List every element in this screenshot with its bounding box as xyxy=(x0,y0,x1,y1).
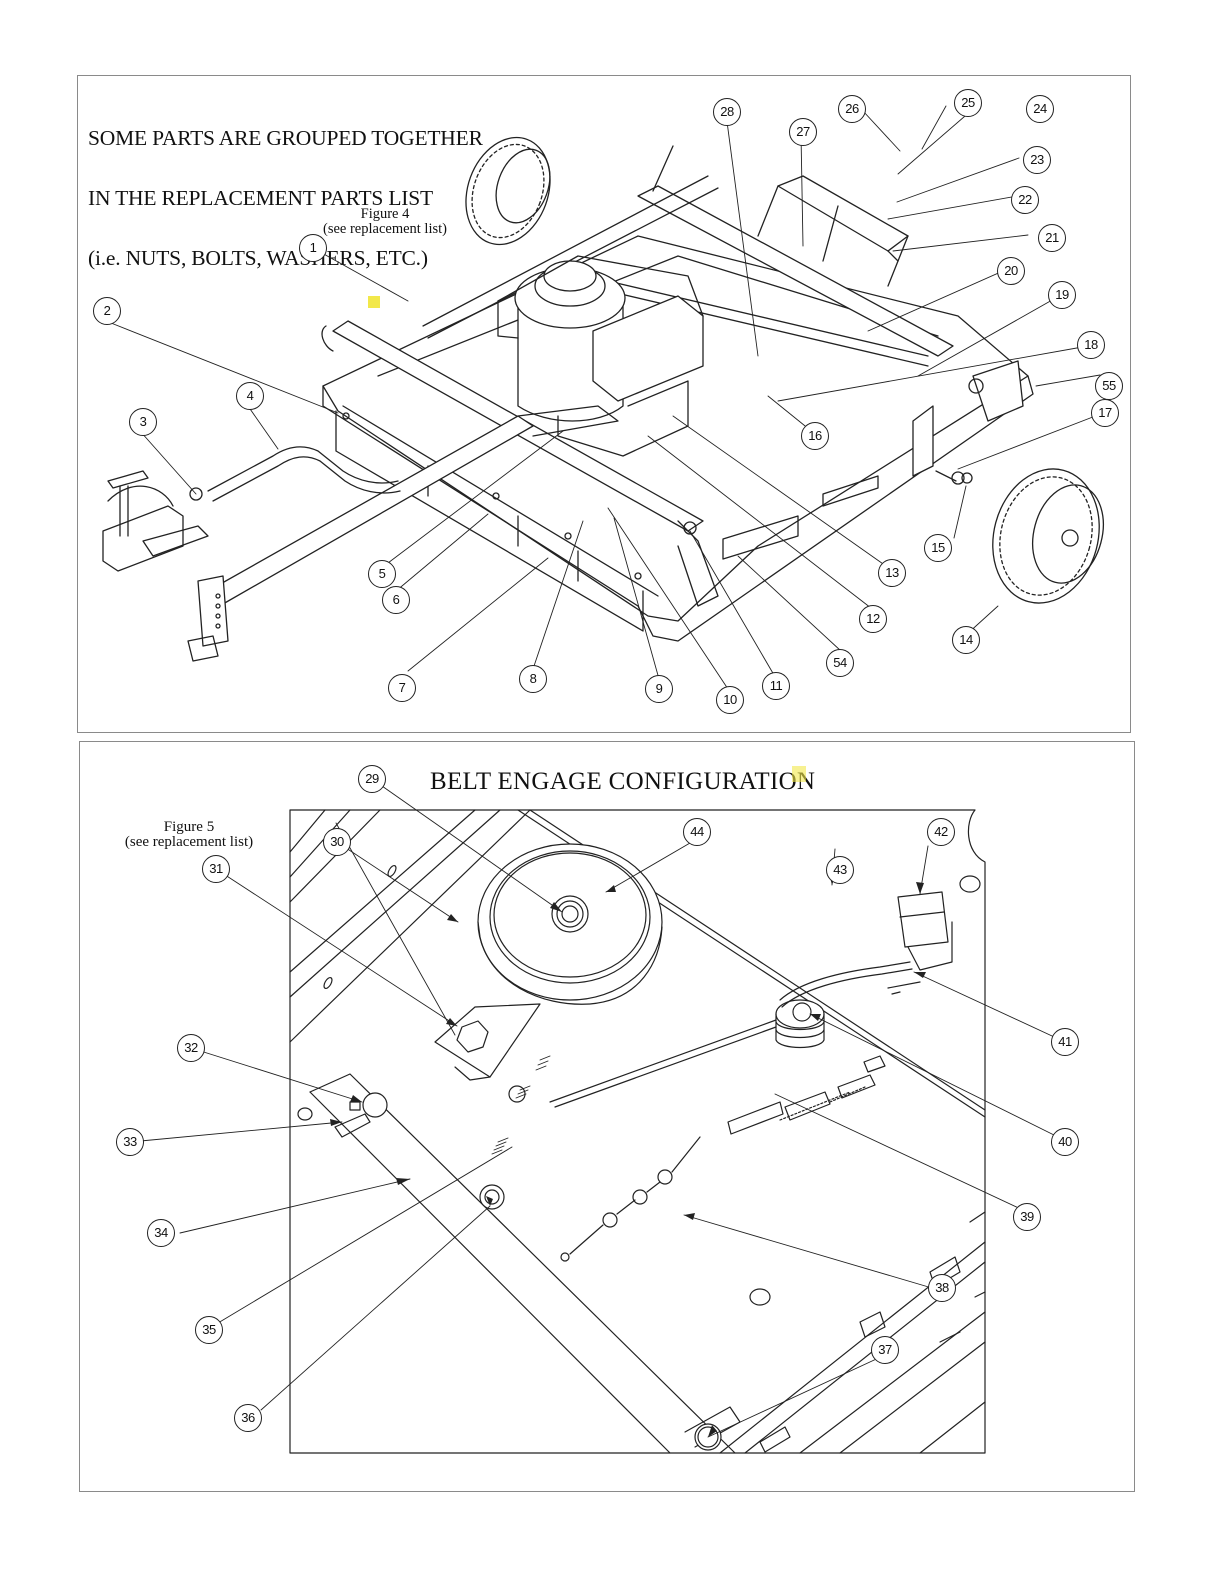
idler-arm xyxy=(309,1073,741,1454)
callout-31: 31 xyxy=(202,855,230,883)
engage-rod xyxy=(549,961,913,1108)
lock-nut xyxy=(479,1184,505,1210)
callout-5: 5 xyxy=(368,560,396,588)
callout-25: 25 xyxy=(954,89,982,117)
callout-2: 2 xyxy=(93,297,121,325)
pin-bolt xyxy=(297,1092,388,1138)
callout-16: 16 xyxy=(801,422,829,450)
callout-20: 20 xyxy=(997,257,1025,285)
figure-4-panel: SOME PARTS ARE GROUPED TOGETHER IN THE R… xyxy=(77,75,1131,733)
engage-bracket xyxy=(887,891,953,995)
callout-19: 19 xyxy=(1048,281,1076,309)
callout-22: 22 xyxy=(1011,186,1039,214)
deck-rails-lower xyxy=(719,1211,986,1454)
tension-spring xyxy=(727,1055,886,1135)
leader-lines xyxy=(129,778,1066,1438)
callout-42: 42 xyxy=(927,818,955,846)
callout-27: 27 xyxy=(789,118,817,146)
callout-8: 8 xyxy=(519,665,547,693)
control-cable xyxy=(207,446,401,502)
callout-15: 15 xyxy=(924,534,952,562)
callout-6: 6 xyxy=(382,586,410,614)
deck-rails xyxy=(289,809,531,1043)
rear-right-bracket xyxy=(968,360,1024,422)
callout-10: 10 xyxy=(716,686,744,714)
callout-44: 44 xyxy=(683,818,711,846)
callout-11: 11 xyxy=(762,672,790,700)
callout-18: 18 xyxy=(1077,331,1105,359)
spring-anchor-post xyxy=(508,1085,526,1103)
grouped-parts-notice: SOME PARTS ARE GROUPED TOGETHER IN THE R… xyxy=(88,88,483,308)
scan-color-artifact xyxy=(792,766,806,782)
deck-hole xyxy=(959,875,981,893)
detail-frame xyxy=(289,809,986,1454)
figure-5-caption: Figure 5 (see replacement list) xyxy=(94,820,284,850)
upper-spring xyxy=(491,1055,551,1155)
rear-wheel-left xyxy=(465,136,551,246)
callout-41: 41 xyxy=(1051,1028,1079,1056)
tow-tongue xyxy=(187,405,619,662)
callout-26: 26 xyxy=(838,95,866,123)
callout-7: 7 xyxy=(388,674,416,702)
callout-34: 34 xyxy=(147,1219,175,1247)
callout-12: 12 xyxy=(859,605,887,633)
figure-4-caption-subtitle: (see replacement list) xyxy=(323,221,447,237)
callout-17: 17 xyxy=(1091,399,1119,427)
callout-39: 39 xyxy=(1013,1203,1041,1231)
deflector xyxy=(722,475,879,560)
callout-4: 4 xyxy=(236,382,264,410)
spring-drum xyxy=(775,999,825,1049)
notice-line-1: SOME PARTS ARE GROUPED TOGETHER xyxy=(88,126,483,150)
callout-40: 40 xyxy=(1051,1128,1079,1156)
callout-30: 30 xyxy=(323,828,351,856)
notice-line-3: (i.e. NUTS, BOLTS, WASHERS, ETC.) xyxy=(88,246,428,270)
axle-and-washers xyxy=(912,405,973,485)
figure-5-panel: BELT ENGAGE CONFIGURATION Figure 5 (see … xyxy=(79,741,1135,1492)
belt-engage-title: BELT ENGAGE CONFIGURATION xyxy=(430,768,816,795)
callout-37: 37 xyxy=(871,1336,899,1364)
callout-43: 43 xyxy=(826,856,854,884)
callout-33: 33 xyxy=(116,1128,144,1156)
idler-pulley xyxy=(477,843,663,1005)
callout-3: 3 xyxy=(129,408,157,436)
callout-54: 54 xyxy=(826,649,854,677)
rear-bracket xyxy=(757,175,909,287)
callout-55: 55 xyxy=(1095,372,1123,400)
callout-1: 1 xyxy=(299,234,327,262)
callout-23: 23 xyxy=(1023,146,1051,174)
notice-line-2: IN THE REPLACEMENT PARTS LIST xyxy=(88,186,433,210)
pivot-plate xyxy=(434,1003,541,1081)
scan-highlight-mark xyxy=(368,296,380,308)
callout-14: 14 xyxy=(952,626,980,654)
callout-9: 9 xyxy=(645,675,673,703)
figure-4-caption: Figure 4 (see replacement list) xyxy=(300,207,470,237)
figure-5-caption-subtitle: (see replacement list) xyxy=(124,834,254,850)
callout-24: 24 xyxy=(1026,95,1054,123)
callout-32: 32 xyxy=(177,1034,205,1062)
callout-13: 13 xyxy=(878,559,906,587)
rear-frame-bar xyxy=(637,145,954,357)
callout-28: 28 xyxy=(713,98,741,126)
wheel-right xyxy=(992,468,1104,604)
callout-29: 29 xyxy=(358,765,386,793)
callout-38: 38 xyxy=(928,1274,956,1302)
callout-36: 36 xyxy=(234,1404,262,1432)
engage-lever-assembly xyxy=(102,470,209,572)
callout-35: 35 xyxy=(195,1316,223,1344)
engine xyxy=(497,255,704,457)
belt-engage-drawing xyxy=(129,778,1066,1454)
figure-4-caption-title: Figure 4 xyxy=(360,206,410,222)
mower-exploded-drawing xyxy=(102,105,1104,690)
figure-5-caption-title: Figure 5 xyxy=(163,819,215,835)
deck-hole xyxy=(749,1288,771,1306)
chain xyxy=(560,1136,701,1262)
callout-21: 21 xyxy=(1038,224,1066,252)
